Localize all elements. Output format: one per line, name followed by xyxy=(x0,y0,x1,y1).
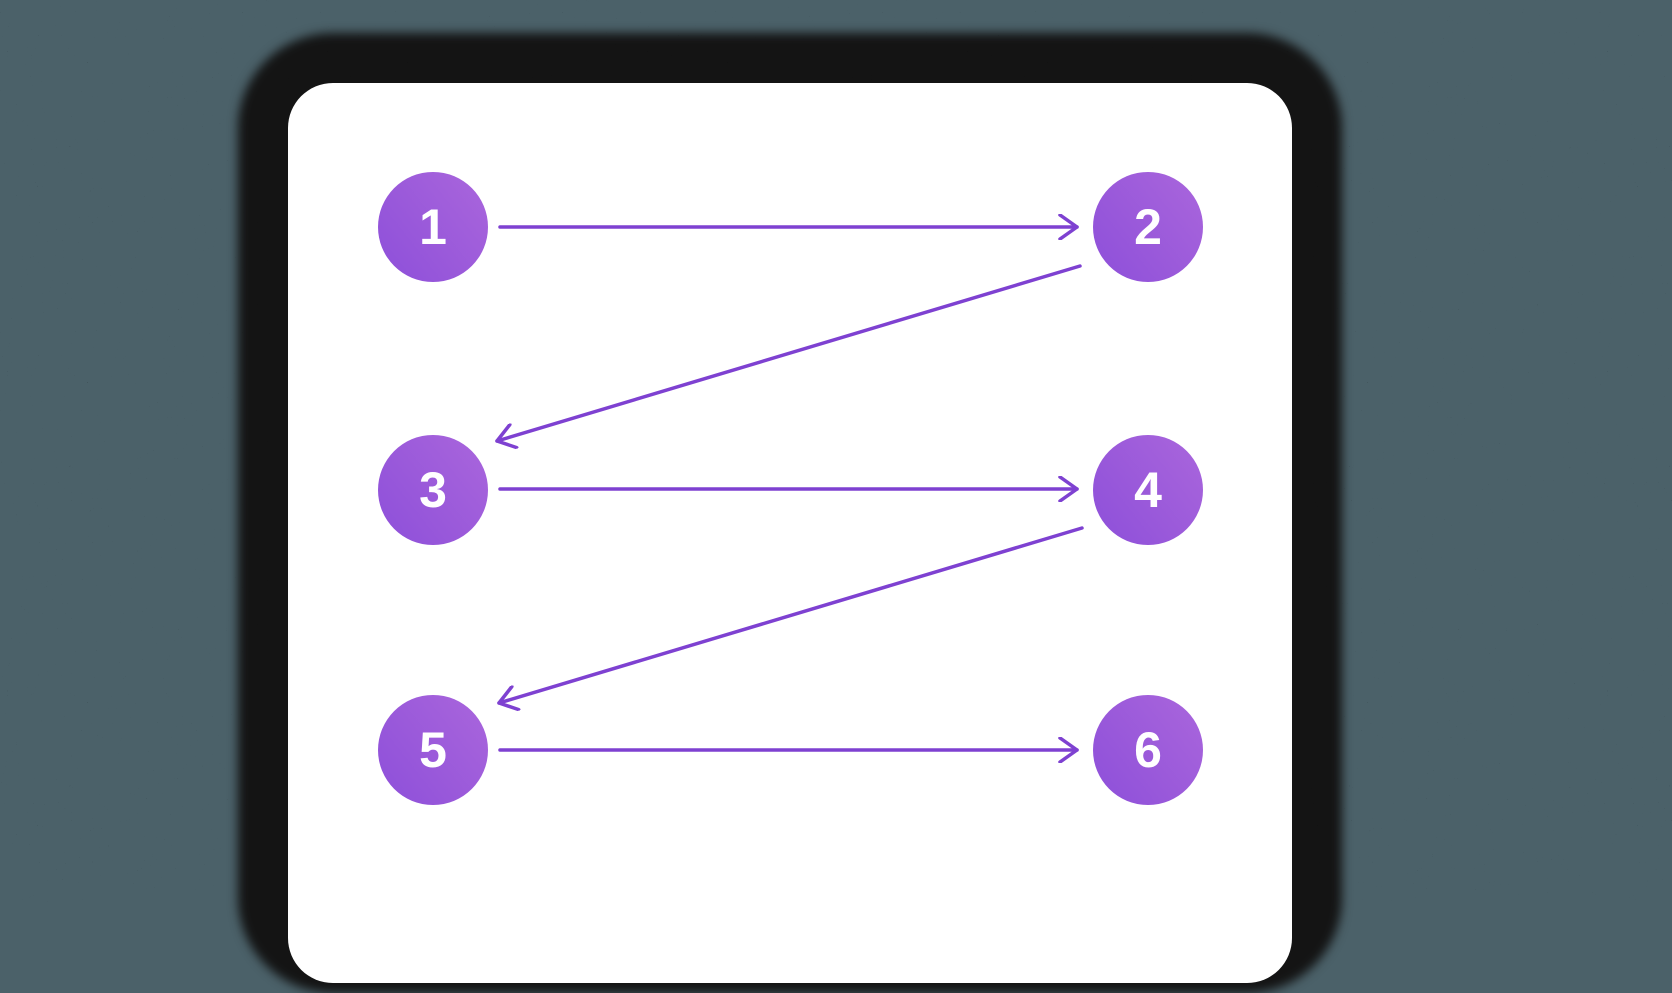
node-step-5: 5 xyxy=(378,695,488,805)
node-label: 5 xyxy=(419,722,447,778)
node-step-1: 1 xyxy=(378,172,488,282)
node-label: 6 xyxy=(1134,722,1162,778)
node-step-4: 4 xyxy=(1093,435,1203,545)
node-step-3: 3 xyxy=(378,435,488,545)
node-label: 3 xyxy=(419,462,447,518)
node-step-2: 2 xyxy=(1093,172,1203,282)
node-label: 4 xyxy=(1134,462,1162,518)
node-label: 1 xyxy=(419,199,447,255)
node-step-6: 6 xyxy=(1093,695,1203,805)
node-label: 2 xyxy=(1134,199,1162,255)
